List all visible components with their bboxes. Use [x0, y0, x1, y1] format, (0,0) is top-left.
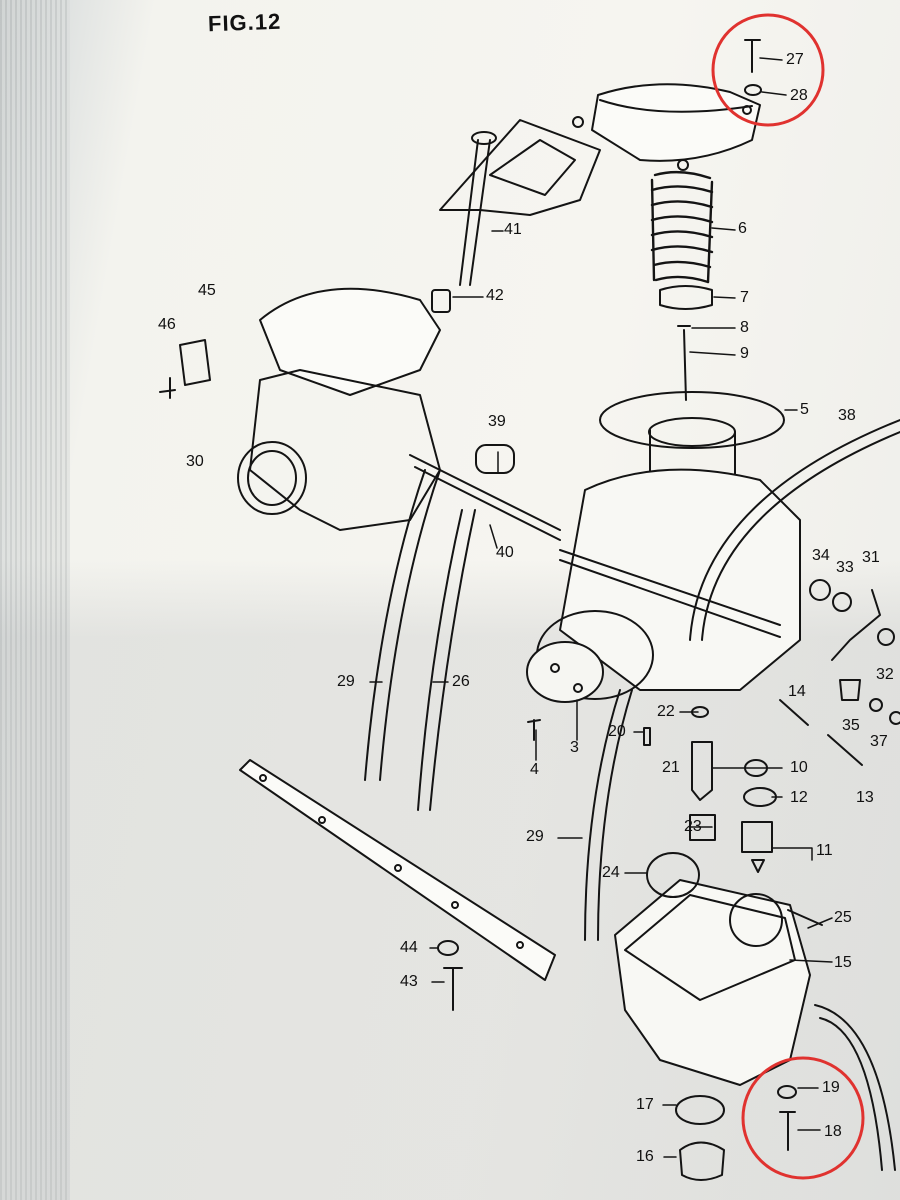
- gasket-plate-part: [439, 119, 601, 216]
- part-label-11: 11: [816, 842, 833, 859]
- part-label-41: 41: [504, 221, 522, 238]
- part-label-42: 42: [486, 287, 504, 304]
- part-label-14: 14: [788, 683, 806, 700]
- hose-29-right: [584, 689, 633, 941]
- part-label-7: 7: [740, 289, 749, 306]
- part-label-29-right: 29: [526, 828, 544, 845]
- part-label-21: 21: [662, 759, 680, 776]
- part-label-31: 31: [862, 549, 880, 566]
- part-label-15: 15: [834, 954, 852, 971]
- part-label-8: 8: [740, 319, 749, 336]
- part-label-46: 46: [158, 316, 176, 333]
- part-label-18: 18: [824, 1123, 842, 1140]
- part-label-33: 33: [836, 559, 854, 576]
- hose-26: [417, 509, 476, 811]
- part-label-3: 3: [570, 739, 579, 756]
- book-page-edges: [0, 0, 70, 1200]
- part-label-19: 19: [822, 1079, 840, 1096]
- hose-29-left: [364, 469, 441, 781]
- left-carb-top: [259, 287, 441, 396]
- part-label-27: 27: [786, 51, 804, 68]
- part-label-22: 22: [657, 703, 675, 720]
- part-label-29-left: 29: [337, 673, 355, 690]
- part-label-39: 39: [488, 413, 506, 430]
- hose-38: [689, 419, 900, 641]
- part-label-35: 35: [842, 717, 860, 734]
- part-label-34: 34: [812, 547, 830, 564]
- rod-41-part: [459, 139, 491, 286]
- jet-needle-part: [677, 325, 691, 401]
- linkage-rod-part: [409, 454, 561, 541]
- part-label-43: 43: [400, 973, 418, 990]
- part-label-6: 6: [738, 220, 747, 237]
- part-label-38: 38: [838, 407, 856, 424]
- highlight-circle-bottom: [741, 1056, 865, 1180]
- diaphragm-part: [599, 391, 785, 449]
- spring-seat-part: [659, 285, 713, 310]
- part-label-24: 24: [602, 864, 620, 881]
- part-label-9: 9: [740, 345, 749, 362]
- part-label-16: 16: [636, 1148, 654, 1165]
- float-24: [646, 852, 700, 898]
- top-cap-part: [572, 83, 761, 171]
- spring-part: [650, 170, 714, 284]
- left-carb-intake: [237, 441, 307, 515]
- part-label-20: 20: [608, 723, 626, 740]
- part-label-44: 44: [400, 939, 418, 956]
- part-label-5: 5: [800, 401, 809, 418]
- part-label-26: 26: [452, 673, 470, 690]
- part-label-25: 25: [834, 909, 852, 926]
- part-label-37: 37: [870, 733, 888, 750]
- part-label-12: 12: [790, 789, 808, 806]
- part-label-17: 17: [636, 1096, 654, 1113]
- part-label-23: 23: [684, 818, 702, 835]
- part-label-28: 28: [790, 87, 808, 104]
- part-label-40: 40: [496, 544, 514, 561]
- throttle-shaft-part: [559, 549, 781, 638]
- part-label-30: 30: [186, 453, 204, 470]
- leader-lines: [369, 57, 833, 1158]
- part-label-32: 32: [876, 666, 894, 683]
- part-label-13: 13: [856, 789, 874, 806]
- part-label-4: 4: [530, 761, 539, 778]
- part-label-45: 45: [198, 282, 216, 299]
- drain-hose: [814, 1004, 896, 1171]
- part-label-10: 10: [790, 759, 808, 776]
- highlight-circle-top: [711, 13, 825, 127]
